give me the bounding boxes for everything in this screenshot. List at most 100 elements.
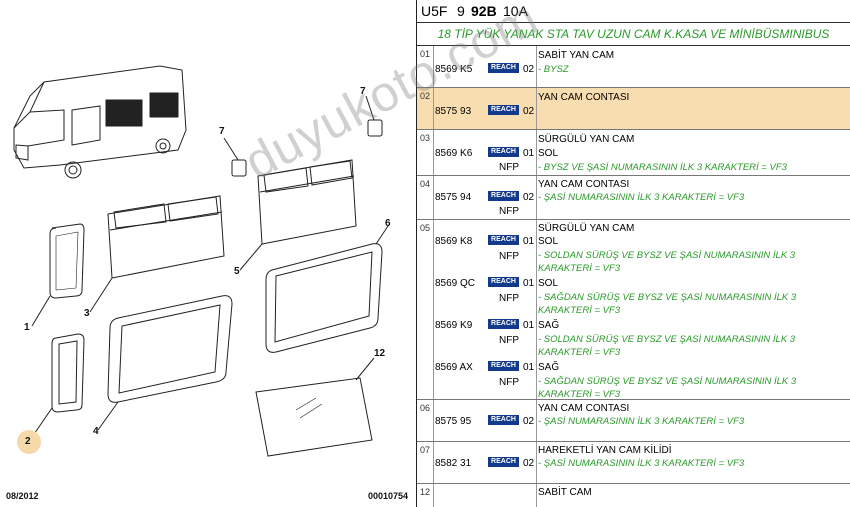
part-reference[interactable]: 8575 94 bbox=[435, 192, 472, 203]
part-note: - ŞASİ NUMARASININ İLK 3 KARAKTERİ = VF3 bbox=[538, 192, 745, 203]
part-side: SOL bbox=[538, 148, 559, 159]
callout-2[interactable]: 2 bbox=[25, 436, 31, 447]
part-6-seal bbox=[265, 243, 383, 353]
part-3-sliding-window bbox=[107, 195, 225, 279]
reach-badge: REACH bbox=[488, 63, 519, 73]
part-reference[interactable]: 8575 95 bbox=[435, 416, 472, 427]
table-row[interactable]: 06 8575 95 REACH 02 YAN CAM CONTASI - ŞA… bbox=[417, 400, 850, 442]
reach-badge: REACH bbox=[488, 191, 519, 201]
part-description: SABİT CAM bbox=[538, 487, 592, 498]
table-row[interactable]: 05 SÜRGÜLÜ YAN CAM 8569 K8 REACH 01 NFP … bbox=[417, 220, 850, 400]
quantity: 01 bbox=[523, 278, 535, 289]
part-description: YAN CAM CONTASI bbox=[538, 92, 630, 103]
nfp-label: NFP bbox=[499, 293, 519, 304]
part-reference[interactable]: 8582 31 bbox=[435, 458, 472, 469]
row-position: 01 bbox=[420, 49, 431, 59]
row-position: 06 bbox=[420, 403, 431, 413]
callout-7-left[interactable]: 7 bbox=[219, 126, 225, 137]
reach-badge: REACH bbox=[488, 235, 519, 245]
part-side: SOL bbox=[538, 236, 559, 247]
reach-badge: REACH bbox=[488, 147, 519, 157]
header-code-1: U5F bbox=[421, 3, 448, 19]
reach-badge: REACH bbox=[488, 319, 519, 329]
quantity: 02 bbox=[523, 416, 535, 427]
part-reference[interactable]: 8569 K9 bbox=[435, 320, 473, 331]
part-reference[interactable]: 8569 QC bbox=[435, 278, 476, 289]
quantity: 02 bbox=[523, 106, 535, 117]
table-row[interactable]: 12 SABİT CAM bbox=[417, 484, 850, 507]
part-5-sliding-window bbox=[257, 159, 357, 245]
part-note: - BYSZ bbox=[538, 64, 569, 75]
table-row[interactable]: 04 8575 94 REACH 02 NFP YAN CAM CONTASI … bbox=[417, 176, 850, 220]
van-illustration bbox=[13, 65, 187, 179]
part-4-large-seal bbox=[107, 295, 233, 403]
nfp-label: NFP bbox=[499, 206, 519, 217]
table-subtitle: 18 TİP YÜK YANAK STA TAV UZUN CAM K.KASA… bbox=[437, 27, 830, 41]
table-row[interactable]: 01 8569 K5 REACH 02 SABİT YAN CAM - BYSZ bbox=[417, 46, 850, 88]
part-reference[interactable]: 8575 93 bbox=[435, 106, 472, 117]
subtitle-separator bbox=[417, 45, 850, 46]
table-row[interactable]: 03 8569 K6 REACH 01 NFP SÜRGÜLÜ YAN CAM … bbox=[417, 130, 850, 176]
nfp-label: NFP bbox=[499, 377, 519, 388]
part-reference[interactable]: 8569 AX bbox=[435, 362, 473, 373]
quantity: 02 bbox=[523, 192, 535, 203]
diagram-illustration bbox=[13, 65, 389, 457]
part-note: - SAĞDAN SÜRÜŞ VE BYSZ VE ŞASİ NUMARASIN… bbox=[538, 292, 797, 303]
part-note: - SOLDAN SÜRÜŞ VE BYSZ VE ŞASİ NUMARASIN… bbox=[538, 334, 796, 345]
table-row-selected[interactable]: 02 8575 93 REACH 02 YAN CAM CONTASI bbox=[417, 88, 850, 130]
table-row[interactable]: 07 8582 31 REACH 02 HAREKETLİ YAN CAM Kİ… bbox=[417, 442, 850, 484]
quantity: 02 bbox=[523, 64, 535, 75]
part-reference[interactable]: 8569 K5 bbox=[435, 64, 473, 75]
part-note: - SOLDAN SÜRÜŞ VE BYSZ VE ŞASİ NUMARASIN… bbox=[538, 250, 796, 261]
part-note-continued: KARAKTERİ = VF3 bbox=[538, 347, 621, 358]
nfp-label: NFP bbox=[499, 162, 519, 173]
quantity: 01 bbox=[523, 148, 535, 159]
row-position: 07 bbox=[420, 445, 431, 455]
row-position: 12 bbox=[420, 487, 431, 497]
row-position: 02 bbox=[420, 91, 431, 101]
part-reference[interactable]: 8569 K8 bbox=[435, 236, 473, 247]
footer-date: 08/2012 bbox=[6, 491, 39, 501]
row-position: 03 bbox=[420, 133, 431, 143]
part-note-continued: KARAKTERİ = VF3 bbox=[538, 389, 621, 400]
callout-6[interactable]: 6 bbox=[385, 218, 391, 229]
header-code-2: 9 bbox=[457, 3, 465, 19]
parts-diagram: 1 2 3 4 5 6 7 7 12 08/2012 00010754 bbox=[0, 0, 416, 507]
quantity: 02 bbox=[523, 458, 535, 469]
part-7-lock-right bbox=[367, 119, 383, 137]
part-description: SÜRGÜLÜ YAN CAM bbox=[538, 134, 635, 145]
part-description: YAN CAM CONTASI bbox=[538, 403, 630, 414]
part-description: SABİT YAN CAM bbox=[538, 50, 615, 61]
part-note-continued: KARAKTERİ = VF3 bbox=[538, 263, 621, 274]
part-description: SÜRGÜLÜ YAN CAM bbox=[538, 223, 635, 234]
nfp-label: NFP bbox=[499, 335, 519, 346]
part-note: - SAĞDAN SÜRÜŞ VE BYSZ VE ŞASİ NUMARASIN… bbox=[538, 376, 797, 387]
part-side: SAĞ bbox=[538, 362, 560, 373]
part-7-lock-left bbox=[231, 159, 247, 177]
reach-badge: REACH bbox=[488, 277, 519, 287]
header-code-3: 92B bbox=[471, 3, 497, 19]
callout-7-right[interactable]: 7 bbox=[360, 86, 366, 97]
header-separator bbox=[417, 22, 850, 23]
part-side: SOL bbox=[538, 278, 559, 289]
callout-1[interactable]: 1 bbox=[24, 322, 30, 333]
panel-divider bbox=[416, 0, 417, 507]
callout-highlight-circle bbox=[17, 430, 41, 454]
part-reference[interactable]: 8569 K6 bbox=[435, 148, 473, 159]
callout-12[interactable]: 12 bbox=[374, 348, 386, 359]
part-note-continued: KARAKTERİ = VF3 bbox=[538, 305, 621, 316]
part-side: SAĞ bbox=[538, 320, 560, 331]
part-note: - BYSZ VE ŞASİ NUMARASININ İLK 3 KARAKTE… bbox=[538, 162, 787, 173]
quantity: 01 bbox=[523, 320, 535, 331]
quantity: 01 bbox=[523, 362, 535, 373]
reach-badge: REACH bbox=[488, 361, 519, 371]
part-12-fixed-glass bbox=[255, 377, 373, 457]
callout-5[interactable]: 5 bbox=[234, 266, 240, 277]
row-position: 05 bbox=[420, 223, 431, 233]
callout-3[interactable]: 3 bbox=[84, 308, 90, 319]
callout-4[interactable]: 4 bbox=[93, 426, 99, 437]
parts-table-panel: U5F 9 92B 10A 18 TİP YÜK YANAK STA TAV U… bbox=[417, 0, 850, 507]
part-description: YAN CAM CONTASI bbox=[538, 179, 630, 190]
nfp-label: NFP bbox=[499, 251, 519, 262]
reach-badge: REACH bbox=[488, 415, 519, 425]
